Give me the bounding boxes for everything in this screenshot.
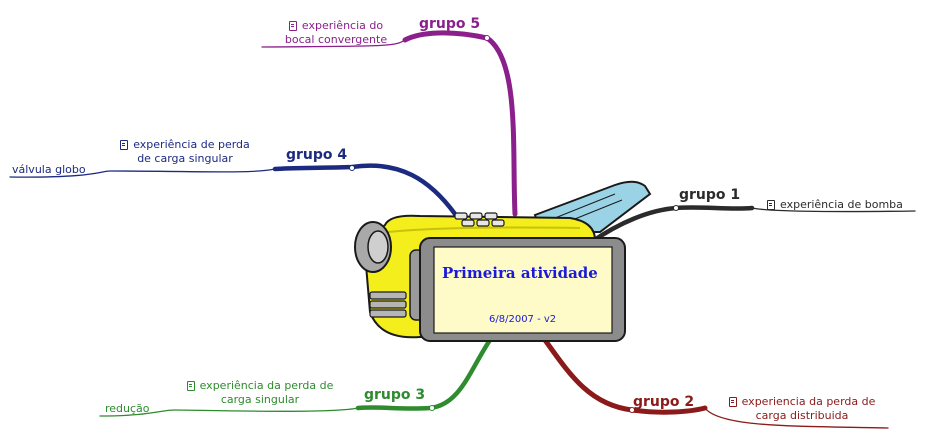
topic-text: experiência de bomba	[780, 198, 903, 211]
branch-label-grupo-4[interactable]: grupo 4	[286, 147, 348, 163]
topic-line-1: experiência da perda de	[199, 379, 334, 392]
document-icon	[767, 200, 775, 210]
topic-line-1: experiência do	[301, 19, 384, 32]
topic-experiencia-de-bomba[interactable]: experiência de bomba	[767, 198, 903, 211]
topic-bocal-convergente[interactable]: experiência do bocal convergente	[270, 19, 402, 47]
branch-joints	[349, 35, 679, 413]
central-topic-title[interactable]: Primeira atividade	[442, 264, 598, 282]
document-icon	[120, 140, 129, 150]
branch-line-grupo-1	[587, 205, 916, 246]
topic-line-2: carga distribuida	[755, 409, 849, 422]
branch-line-grupo-2	[542, 337, 889, 429]
branch-line-grupo-4	[9, 163, 458, 217]
central-topic-version: 6/8/2007 - v2	[489, 314, 557, 325]
topic-line-1: experiência de perda	[133, 138, 250, 151]
topic-perda-carga-singular-g4[interactable]: experiência de perda de carga singular	[110, 138, 260, 166]
topic-line-2: carga singular	[220, 393, 300, 406]
topic-perda-carga-singular-g3[interactable]: experiência da perda de carga singular	[180, 379, 340, 407]
subtopic-valvula-globo[interactable]: válvula globo	[12, 163, 86, 176]
document-icon	[288, 21, 297, 31]
branch-label-grupo-1[interactable]: grupo 1	[679, 187, 741, 203]
branch-line-grupo-5	[261, 30, 518, 217]
branch-label-grupo-3[interactable]: grupo 3	[364, 387, 426, 403]
branch-label-grupo-5[interactable]: grupo 5	[419, 16, 481, 32]
branch-label-grupo-2[interactable]: grupo 2	[633, 394, 695, 410]
subtopic-reducao[interactable]: redução	[105, 402, 150, 415]
topic-line-2: bocal convergente	[284, 33, 388, 46]
topic-perda-carga-distribuida[interactable]: experiencia da perda de carga distribuid…	[722, 395, 882, 423]
video-camera-illustration	[354, 180, 652, 342]
topic-line-2: de carga singular	[137, 152, 233, 165]
document-icon	[728, 397, 737, 407]
topic-line-1: experiencia da perda de	[741, 395, 876, 408]
document-icon	[186, 381, 195, 391]
